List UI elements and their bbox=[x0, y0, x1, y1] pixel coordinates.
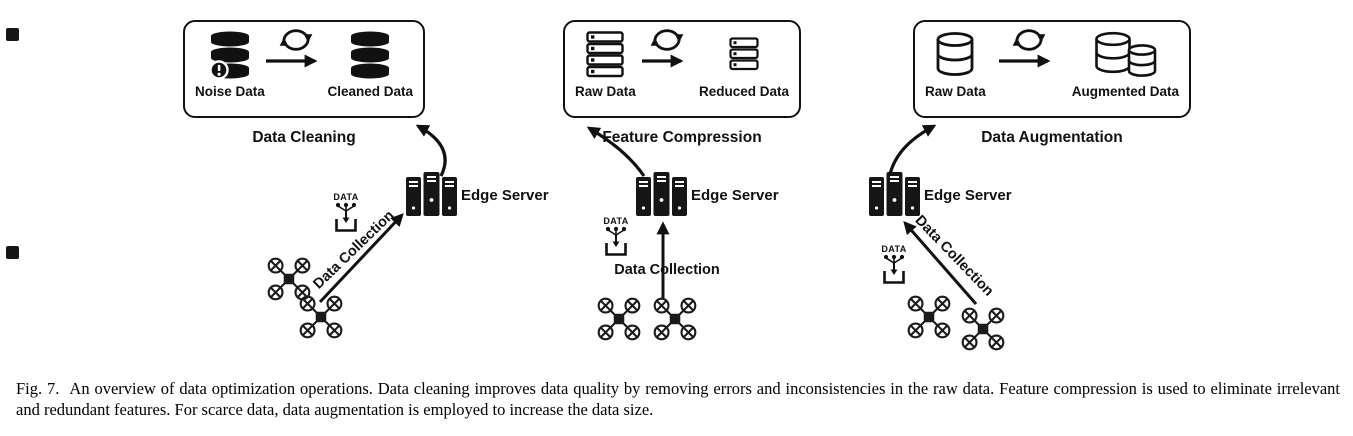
noise-database-icon bbox=[209, 31, 249, 80]
noise-data-item: Noise Data bbox=[195, 30, 265, 99]
drone-icon bbox=[653, 297, 697, 341]
feature-compression-box: Raw Data bbox=[563, 20, 801, 118]
sync-icon bbox=[279, 29, 313, 51]
figure-caption: Fig. 7.An overview of data optimization … bbox=[16, 378, 1340, 420]
augmented-data-icon-slot bbox=[1093, 30, 1157, 80]
sync-icon bbox=[1012, 29, 1046, 51]
data-download-icon bbox=[335, 202, 357, 232]
data-cleaning-box: Noise Data bbox=[183, 20, 425, 118]
data-collection-label: Data Collection bbox=[614, 262, 720, 278]
reduced-data-label: Reduced Data bbox=[698, 84, 789, 99]
figure-caption-text: An overview of data optimization operati… bbox=[16, 379, 1341, 419]
raw-data-item: Raw Data bbox=[925, 30, 986, 99]
cleaning-transform bbox=[265, 26, 327, 68]
noise-data-label: Noise Data bbox=[195, 84, 265, 99]
reduced-data-icon-slot bbox=[729, 30, 759, 80]
data-collection-label: Data Collection bbox=[911, 212, 997, 300]
drone-icon bbox=[907, 295, 951, 339]
compression-transform bbox=[641, 26, 693, 68]
data-download-icon bbox=[883, 254, 905, 284]
augmentation-transform bbox=[998, 26, 1060, 68]
data-download-icon bbox=[605, 226, 627, 256]
double-database-icon bbox=[1095, 31, 1157, 77]
data-package: DATA bbox=[326, 192, 366, 234]
drone-icon bbox=[267, 257, 311, 301]
database-outline-icon bbox=[936, 32, 974, 76]
server-rack-icon bbox=[586, 31, 625, 78]
figure-number: Fig. 7. bbox=[16, 379, 60, 398]
raw-data-label: Raw Data bbox=[575, 84, 636, 99]
sync-icon bbox=[651, 29, 684, 51]
cleaned-data-icon-slot bbox=[346, 30, 394, 80]
data-package-label: DATA bbox=[333, 192, 359, 202]
transform-arrow bbox=[642, 54, 684, 68]
drone-icon bbox=[597, 297, 641, 341]
drone-icon bbox=[961, 307, 1005, 351]
data-package: DATA bbox=[596, 216, 636, 258]
raw-data-icon-slot bbox=[586, 30, 625, 80]
augmented-data-label: Augmented Data bbox=[1071, 84, 1179, 99]
data-cleaning-title: Data Cleaning bbox=[252, 129, 356, 146]
edge-server-label: Edge Server bbox=[924, 187, 1012, 204]
data-package: DATA bbox=[874, 244, 914, 286]
data-augmentation-box: Raw Data bbox=[913, 20, 1191, 118]
reduced-data-item: Reduced Data bbox=[699, 30, 789, 99]
page-edge-artifact bbox=[6, 246, 19, 259]
cleaned-data-label: Cleaned Data bbox=[327, 84, 413, 99]
page-edge-artifact bbox=[6, 28, 19, 41]
edge-server-label: Edge Server bbox=[461, 187, 549, 204]
transform-arrow bbox=[266, 54, 318, 68]
edge-server-icon bbox=[636, 172, 687, 216]
transform-arrow bbox=[998, 54, 1051, 68]
data-augmentation-title: Data Augmentation bbox=[981, 129, 1123, 146]
cleaned-database-icon bbox=[351, 31, 390, 79]
edge-server-label: Edge Server bbox=[691, 187, 779, 204]
edge-server-icon bbox=[406, 172, 457, 216]
data-package-label: DATA bbox=[881, 244, 907, 254]
feature-compression-title: Feature Compression bbox=[602, 129, 762, 146]
edge-server-icon bbox=[869, 172, 920, 216]
raw-data-item: Raw Data bbox=[575, 30, 636, 99]
raw-data-icon-slot bbox=[933, 30, 977, 80]
drone-icon bbox=[299, 295, 343, 339]
small-server-rack-icon bbox=[729, 37, 759, 71]
cleaned-data-item: Cleaned Data bbox=[327, 30, 413, 99]
noise-data-icon-slot bbox=[206, 30, 254, 80]
raw-data-label: Raw Data bbox=[925, 84, 986, 99]
data-package-label: DATA bbox=[603, 216, 629, 226]
augmented-data-item: Augmented Data bbox=[1072, 30, 1179, 99]
